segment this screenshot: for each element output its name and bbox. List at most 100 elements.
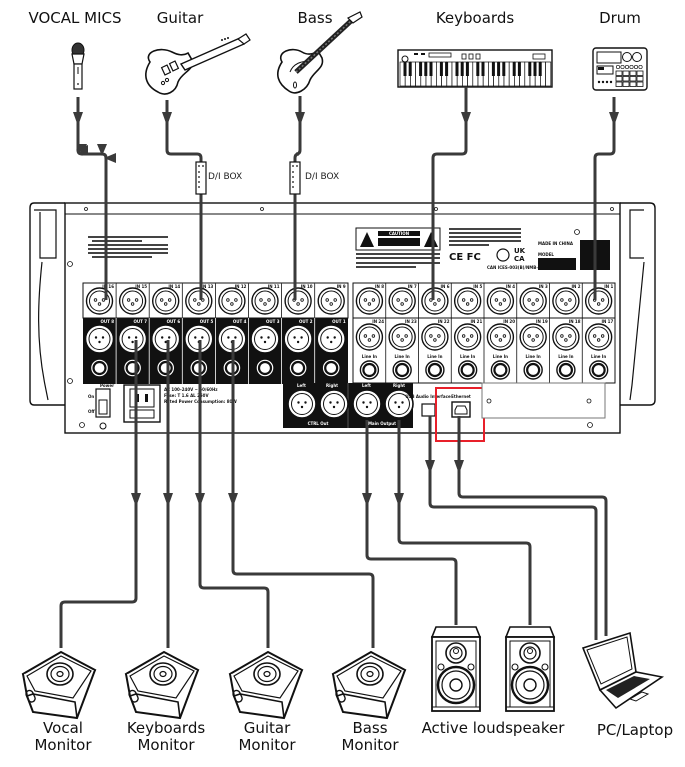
main-output-label: Main Output bbox=[368, 421, 396, 426]
main-out-left-connector[interactable] bbox=[352, 389, 382, 419]
cable-bass-to-in10 bbox=[293, 96, 302, 300]
xlr-input-connector[interactable] bbox=[251, 287, 279, 315]
drum-machine-icon bbox=[592, 47, 648, 91]
line-in-jack[interactable] bbox=[588, 359, 609, 381]
line-in-label: Line In bbox=[591, 354, 606, 359]
line-in-jack[interactable] bbox=[555, 359, 577, 381]
ctrl-out-left-connector[interactable] bbox=[287, 389, 317, 419]
trs-output-jack[interactable] bbox=[254, 357, 276, 379]
ctrl-out-right-connector[interactable] bbox=[319, 389, 349, 419]
keyboards-monitor-icon bbox=[125, 651, 199, 719]
trs-output-jack[interactable] bbox=[89, 357, 110, 379]
xlr-input-connector[interactable] bbox=[584, 287, 613, 315]
line-in-jack[interactable] bbox=[424, 359, 445, 381]
dest-label-guitar-monitor: Guitar Monitor bbox=[222, 720, 312, 754]
input-jack-label: IN 10 bbox=[301, 284, 313, 289]
line-in-jack[interactable] bbox=[490, 359, 511, 381]
input-jack-label: IN 14 bbox=[168, 284, 180, 289]
cable-keyboards-to-in6 bbox=[431, 87, 468, 300]
xlr-output-connector[interactable] bbox=[283, 324, 313, 354]
cable-vocal-to-in16 bbox=[76, 97, 117, 300]
active-loudspeaker-left-icon bbox=[430, 625, 482, 713]
xlr-input-connector[interactable] bbox=[218, 287, 246, 315]
input-jack-label: IN 17 bbox=[601, 319, 613, 324]
trs-output-jack[interactable] bbox=[288, 357, 309, 379]
caution-text: CAUTION bbox=[389, 231, 409, 236]
xlr-output-connector[interactable] bbox=[150, 324, 181, 354]
xlr-input-connector[interactable] bbox=[118, 287, 147, 315]
guitar-monitor-icon bbox=[229, 651, 303, 719]
output-jack-label: OUT 7 bbox=[134, 319, 148, 324]
xlr-input-connector[interactable] bbox=[519, 323, 547, 351]
xlr-input-connector[interactable] bbox=[284, 287, 312, 315]
xlr-output-connector[interactable] bbox=[250, 324, 280, 354]
model-label: MODEL bbox=[538, 252, 554, 257]
line-in-label: Line In bbox=[558, 354, 573, 359]
xlr-input-connector[interactable] bbox=[185, 287, 213, 315]
ctrl-left-label: Left bbox=[297, 383, 306, 388]
xlr-input-connector[interactable] bbox=[421, 323, 449, 351]
keyboard-black-key bbox=[429, 62, 433, 76]
keyboard-black-key bbox=[517, 62, 521, 76]
drum-pad bbox=[636, 70, 644, 76]
line-in-jack[interactable] bbox=[457, 359, 478, 381]
drum-pad bbox=[615, 81, 623, 87]
xlr-input-connector[interactable] bbox=[85, 287, 114, 315]
output-jack-label: OUT 3 bbox=[266, 319, 280, 324]
trs-output-jack[interactable] bbox=[122, 357, 143, 379]
drum-button bbox=[601, 80, 605, 84]
drum-pad bbox=[622, 70, 630, 76]
input-jack-label: IN 23 bbox=[405, 319, 417, 324]
xlr-input-connector[interactable] bbox=[486, 323, 515, 351]
trs-output-jack[interactable] bbox=[155, 357, 176, 379]
xlr-input-connector[interactable] bbox=[453, 287, 482, 315]
input-jack-label: IN 6 bbox=[440, 284, 449, 289]
ethernet-port[interactable] bbox=[451, 401, 471, 418]
xlr-input-connector[interactable] bbox=[317, 287, 345, 315]
power-off-label: Off bbox=[88, 409, 95, 414]
input-jack-label: IN 21 bbox=[470, 319, 482, 324]
usb-port[interactable] bbox=[421, 403, 436, 417]
xlr-output-connector[interactable] bbox=[84, 324, 115, 354]
xlr-input-connector[interactable] bbox=[552, 323, 580, 351]
microphone-icon bbox=[71, 42, 85, 90]
xlr-input-connector[interactable] bbox=[552, 287, 580, 315]
drum-pad bbox=[615, 76, 623, 82]
line-in-jack[interactable] bbox=[523, 359, 544, 381]
input-jack-label: IN 2 bbox=[571, 284, 580, 289]
drum-button bbox=[605, 80, 609, 84]
xlr-input-connector[interactable] bbox=[355, 287, 384, 315]
di-box-label-guitar: D/I BOX bbox=[208, 172, 243, 182]
drum-knob bbox=[620, 64, 625, 70]
input-jack-label: IN 11 bbox=[268, 284, 280, 289]
line-in-jack[interactable] bbox=[392, 359, 413, 381]
drum-pad bbox=[622, 81, 630, 87]
electric-guitar-icon bbox=[145, 33, 251, 95]
line-in-jack[interactable] bbox=[359, 359, 380, 381]
dest-label-vocal-monitor: Vocal Monitor bbox=[18, 720, 108, 754]
xlr-input-connector[interactable] bbox=[486, 287, 515, 315]
dest-label-line2: Monitor bbox=[137, 735, 195, 754]
dest-label-line2: Monitor bbox=[34, 735, 92, 754]
can-ices-text: CAN ICES-003(B)/NMB-003(B) bbox=[487, 265, 553, 270]
xlr-input-connector[interactable] bbox=[388, 323, 416, 351]
ctrl-out-label: CTRL Out bbox=[308, 421, 329, 426]
source-label-bass: Bass bbox=[297, 9, 333, 27]
xlr-input-connector[interactable] bbox=[388, 287, 416, 315]
xlr-output-connector[interactable] bbox=[117, 324, 148, 354]
di-box-bass bbox=[289, 161, 301, 195]
xlr-input-connector[interactable] bbox=[453, 323, 482, 351]
xlr-input-connector[interactable] bbox=[421, 287, 449, 315]
xlr-output-connector[interactable] bbox=[316, 324, 347, 354]
xlr-input-connector[interactable] bbox=[519, 287, 547, 315]
screw-icon bbox=[587, 422, 593, 428]
trs-output-jack[interactable] bbox=[321, 357, 342, 379]
xlr-input-connector[interactable] bbox=[584, 323, 613, 351]
xlr-input-connector[interactable] bbox=[355, 323, 384, 351]
screw-icon bbox=[574, 229, 580, 235]
dest-label-line2: Monitor bbox=[238, 735, 296, 754]
mixer-rear-panel: CAUTION CE FC UK CA CAN ICES-003(B)/NMB bbox=[29, 202, 656, 442]
xlr-input-connector[interactable] bbox=[151, 287, 180, 315]
cable-main-right-to-speaker bbox=[397, 420, 532, 625]
